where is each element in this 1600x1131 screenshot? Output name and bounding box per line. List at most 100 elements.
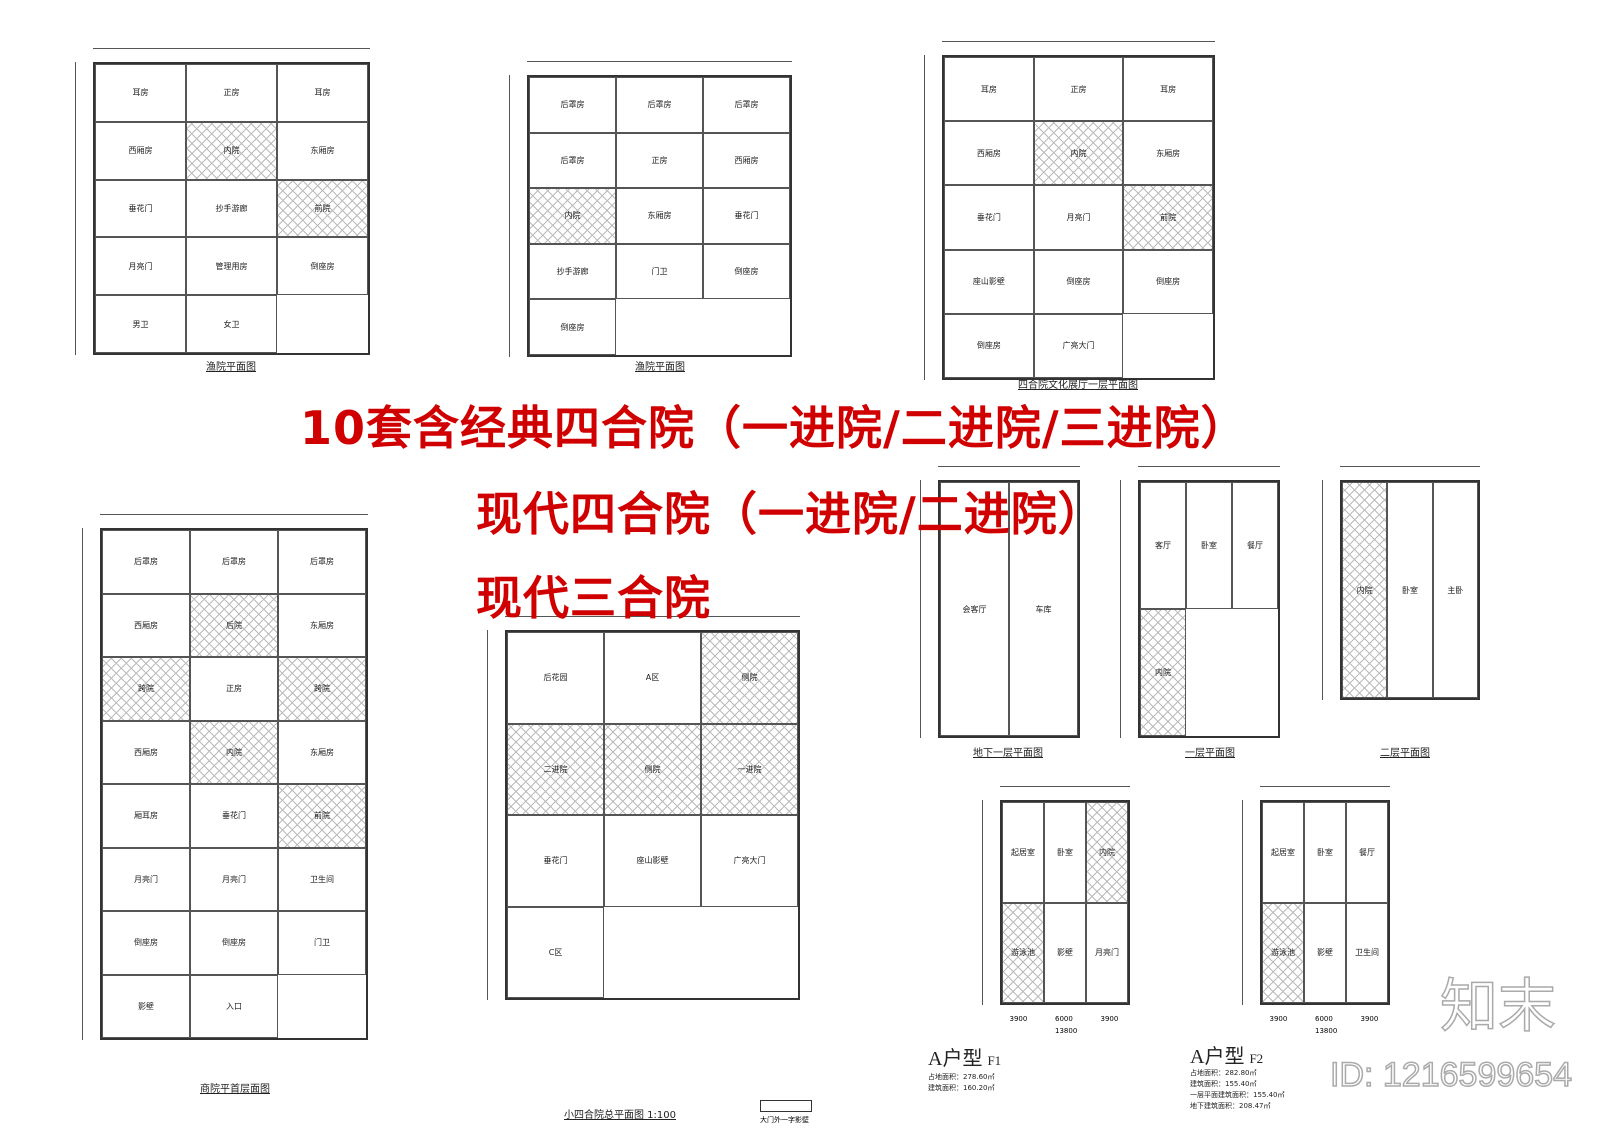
dimension-label: 3900 — [1100, 1015, 1119, 1023]
dimension-line — [487, 630, 488, 1000]
floor-plan: 耳房正房耳房西厢房内院东厢房垂花门抄手游廊前院月亮门管理用房倒座房男卫女卫 — [93, 62, 370, 355]
dimension-line — [93, 48, 370, 49]
room: 倒座房 — [703, 243, 790, 300]
room: 正房 — [616, 132, 703, 189]
area-line: 占地面积：282.80㎡ — [1190, 1069, 1257, 1077]
room: 东厢房 — [1123, 121, 1213, 186]
room: 西厢房 — [102, 593, 190, 657]
courtyard: 跨院 — [278, 657, 366, 721]
room: 西厢房 — [102, 720, 190, 784]
area-line: 建筑面积：155.40㎡ — [1190, 1080, 1257, 1088]
floor-plan: 后罩房后罩房后罩房西厢房后院东厢房跨院正房跨院西厢房内院东厢房厢耳房垂花门前院月… — [100, 528, 368, 1040]
dimension-line — [920, 480, 921, 738]
room: 管理用房 — [186, 237, 277, 296]
room: 卫生间 — [1346, 902, 1388, 1003]
courtyard: 跨院 — [102, 657, 190, 721]
unit-type-f1-title: A户型 F1 — [928, 1048, 1002, 1070]
room: 客厅 — [1140, 482, 1186, 609]
floor-plan: 起居室卧室内院游泳池影壁月亮门 — [1000, 800, 1130, 1005]
room: 西厢房 — [944, 121, 1034, 186]
plan-caption: 小四合院总平面图 1:100 — [564, 1110, 676, 1121]
room: 厢耳房 — [102, 784, 190, 848]
room: 西厢房 — [703, 132, 790, 189]
room: 垂花门 — [95, 179, 186, 238]
room: 影壁 — [1044, 902, 1086, 1003]
room: 东厢房 — [616, 188, 703, 244]
dimension-label: 6000 — [1055, 1015, 1073, 1023]
dimension-line — [505, 616, 800, 617]
courtyard: 内院 — [186, 121, 277, 180]
room: A区 — [604, 632, 701, 724]
room: 后罩房 — [529, 77, 616, 133]
plan-caption: 二层平面图 — [1380, 748, 1430, 759]
room: 垂花门 — [507, 815, 604, 907]
room: 影壁 — [102, 974, 190, 1038]
room: C区 — [507, 906, 604, 998]
courtyard: 后院 — [190, 593, 278, 657]
room: 东厢房 — [278, 720, 366, 784]
plan-caption: 一层平面图 — [1185, 748, 1235, 759]
room: 后罩房 — [190, 530, 278, 594]
floor-plan: 耳房正房耳房西厢房内院东厢房垂花门月亮门前院座山影壁倒座房倒座房倒座房广亮大门 — [942, 55, 1215, 380]
dimension-line — [942, 41, 1215, 42]
dimension-line — [527, 61, 792, 62]
room: 垂花门 — [703, 188, 790, 244]
room: 垂花门 — [190, 784, 278, 848]
dimension-label: 3900 — [1360, 1015, 1379, 1023]
headline-line-2: 现代四合院（一进院/二进院） — [476, 487, 1105, 541]
room: 正房 — [190, 657, 278, 721]
headline-line-1: 10套含经典四合院（一进院/二进院/三进院） — [300, 401, 1248, 455]
room: 后花园 — [507, 632, 604, 724]
courtyard: 侧院 — [604, 723, 701, 815]
area-line: 建筑面积：160.20㎡ — [928, 1084, 995, 1092]
room: 主卧 — [1432, 482, 1478, 698]
room: 广亮大门 — [1033, 313, 1124, 378]
room: 月亮门 — [1086, 902, 1128, 1003]
room: 东厢房 — [277, 121, 368, 180]
room: 女卫 — [186, 295, 277, 353]
room: 月亮门 — [190, 847, 278, 911]
room: 门卫 — [616, 243, 703, 300]
room: 广亮大门 — [701, 815, 798, 907]
floor-plan: 起居室卧室餐厅游泳池影壁卫生间 — [1260, 800, 1390, 1005]
screen-wall-box — [760, 1100, 812, 1112]
room: 正房 — [1033, 57, 1124, 122]
dimension-label: 13800 — [1315, 1027, 1338, 1035]
dimension-line — [938, 466, 1080, 467]
room: 入口 — [190, 974, 278, 1038]
unit-type-f2-areas: 占地面积：282.80㎡ 建筑面积：155.40㎡ 一层平面建筑面积：155.4… — [1190, 1068, 1285, 1112]
courtyard: 侧院 — [701, 632, 798, 724]
room: 座山影壁 — [944, 249, 1034, 314]
area-line: 占地面积：278.60㎡ — [928, 1073, 995, 1081]
courtyard: 二进院 — [507, 723, 604, 815]
unit-type-f2-title: A户型 F2 — [1190, 1046, 1264, 1068]
courtyard: 内院 — [1033, 121, 1124, 186]
courtyard: 内院 — [1140, 609, 1186, 736]
plan-caption: 地下一层平面图 — [973, 748, 1043, 759]
floor-plan: 会客厅车库 — [938, 480, 1080, 738]
room: 影壁 — [1304, 902, 1346, 1003]
room: 餐厅 — [1346, 802, 1388, 903]
room: 卧室 — [1186, 482, 1232, 609]
dimension-line — [1340, 466, 1480, 467]
headline-line-3: 现代三合院 — [476, 571, 711, 625]
floor-plan: 内院卧室主卧 — [1340, 480, 1480, 700]
room: 卧室 — [1044, 802, 1086, 903]
watermark-id: ID: 1216599654 — [1329, 1055, 1572, 1095]
dimension-line — [982, 800, 983, 1005]
courtyard: 前院 — [278, 784, 366, 848]
room: 耳房 — [1123, 57, 1213, 122]
unit-type-f1-areas: 占地面积：278.60㎡ 建筑面积：160.20㎡ — [928, 1072, 995, 1094]
courtyard: 前院 — [277, 179, 368, 238]
room: 倒座房 — [1123, 249, 1213, 314]
room: 会客厅 — [940, 482, 1009, 736]
room: 倒座房 — [1033, 249, 1124, 314]
room: 抄手游廊 — [186, 179, 277, 238]
room: 倒座房 — [102, 911, 190, 975]
room: 车库 — [1009, 482, 1078, 736]
screen-wall-caption: 大门外一字影壁 — [760, 1116, 809, 1124]
dimension-line — [75, 62, 76, 355]
dimension-line — [1120, 480, 1121, 738]
dimension-label: 6000 — [1315, 1015, 1333, 1023]
